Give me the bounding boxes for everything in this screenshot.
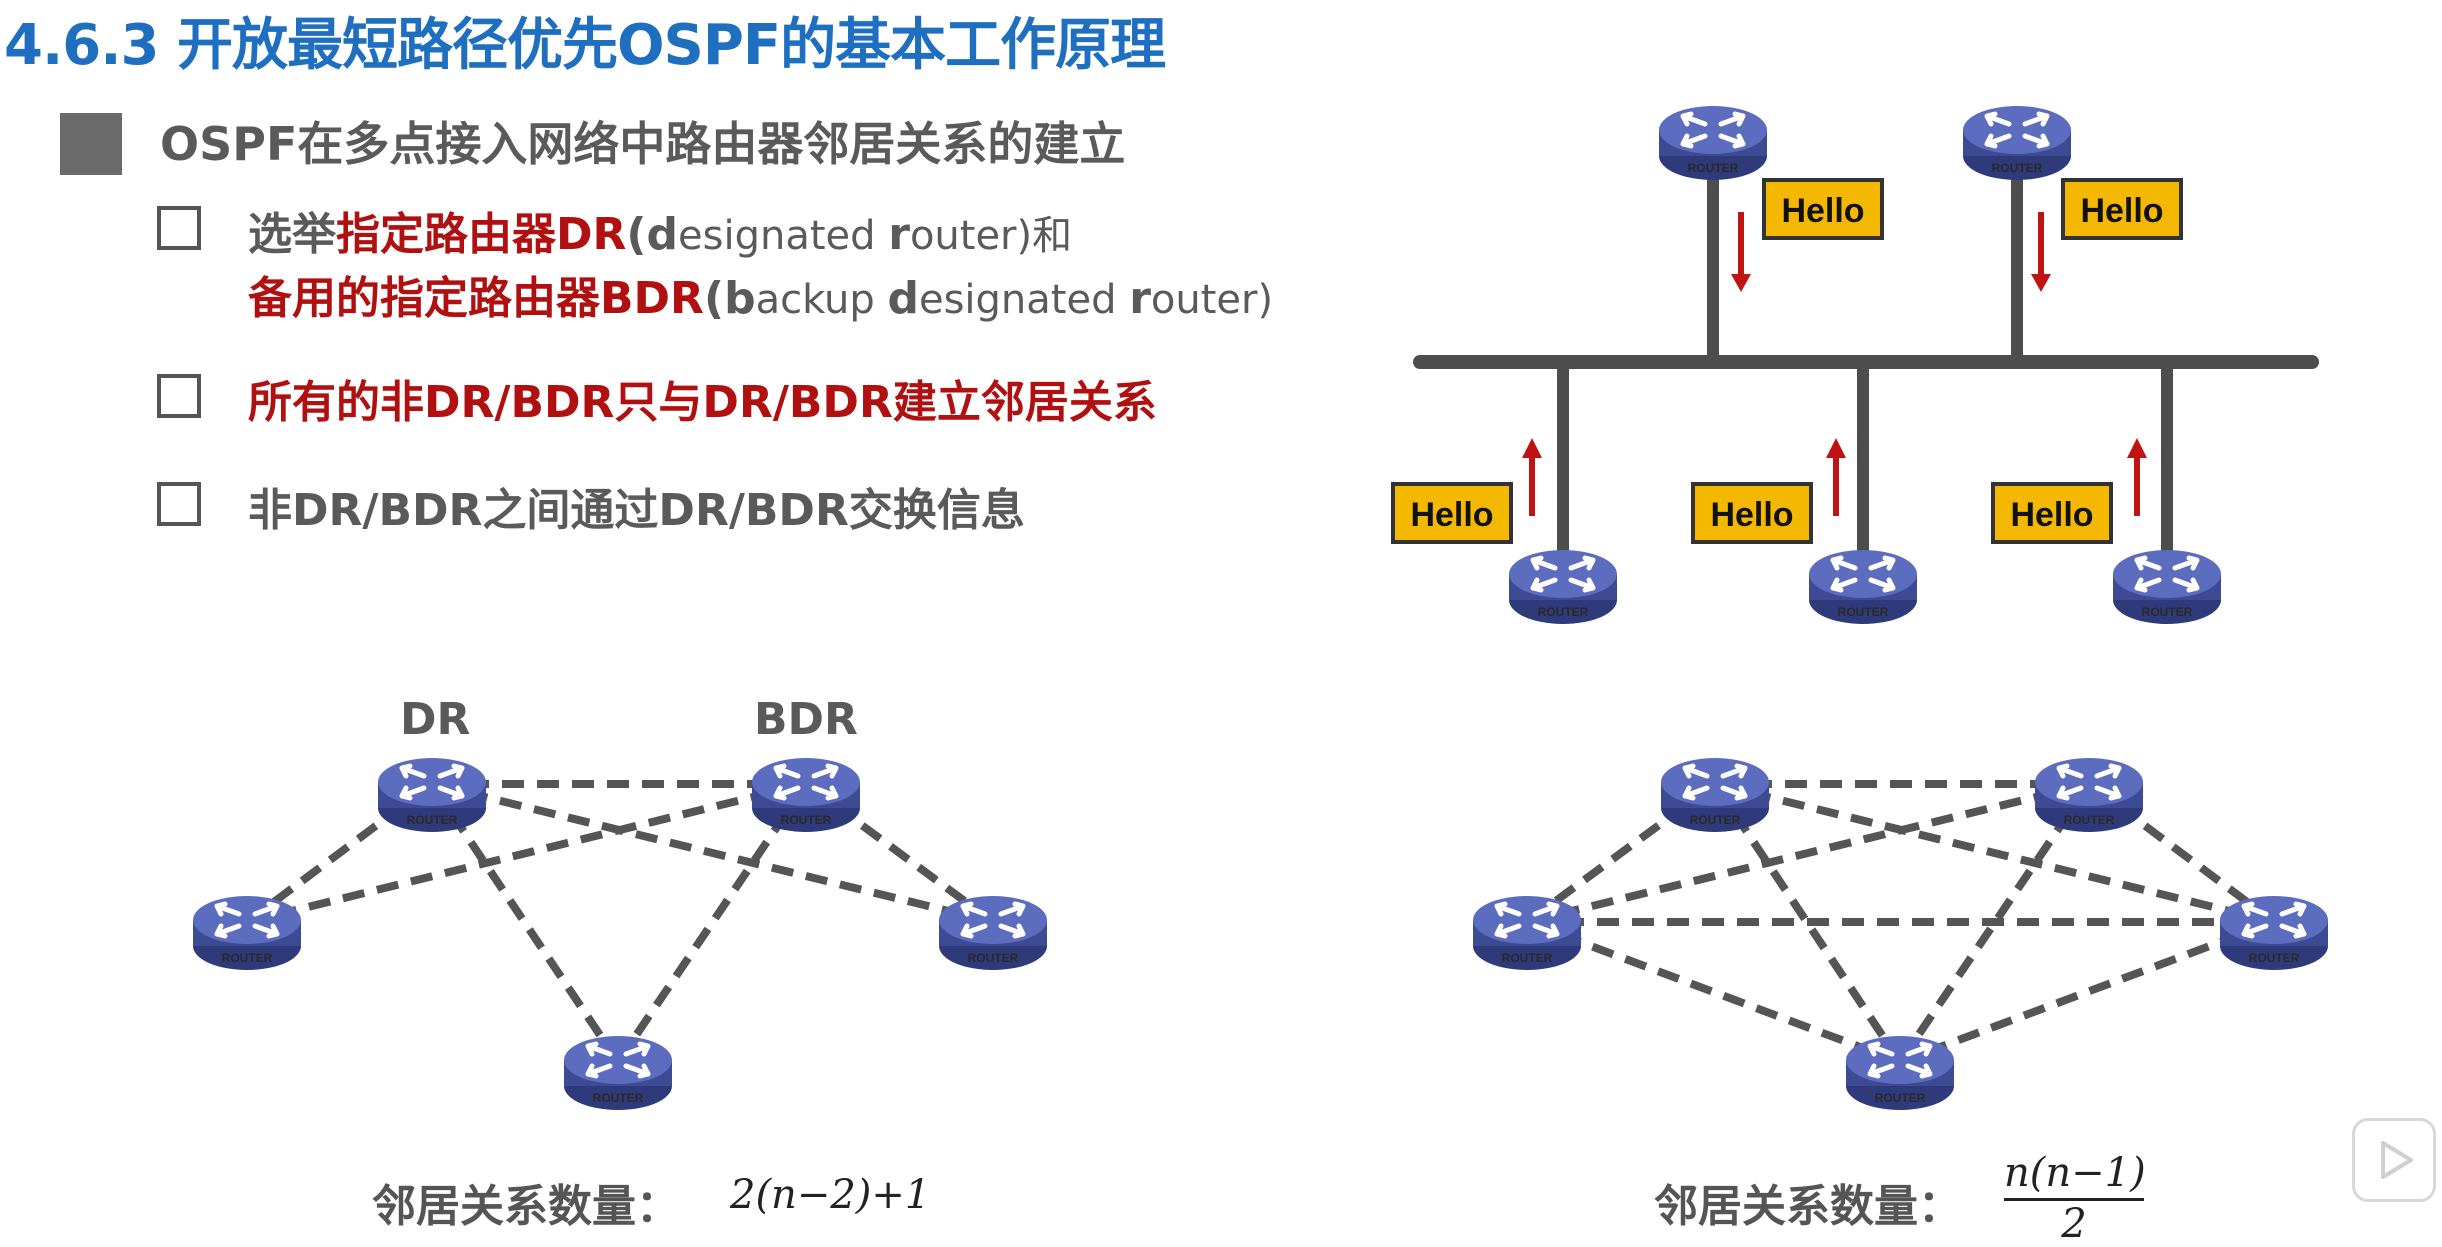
hello-box-5 bbox=[1991, 482, 2113, 544]
dr-label: DR bbox=[400, 694, 471, 745]
down-arrow-icon bbox=[1731, 212, 1751, 292]
svg-text:ROUTER: ROUTER bbox=[1690, 813, 1741, 827]
formula-right: n(n−1) 2 bbox=[2004, 1150, 2146, 1247]
svg-text:ROUTER: ROUTER bbox=[1502, 951, 1553, 965]
svg-text:ROUTER: ROUTER bbox=[1688, 161, 1739, 175]
hello-box-4 bbox=[1691, 482, 1813, 544]
formula-label-left: 邻居关系数量： bbox=[372, 1181, 680, 1232]
sub-bullet-1-line-1: 选举指定路由器DR(designated router)和 bbox=[248, 209, 1073, 260]
svg-text:ROUTER: ROUTER bbox=[1538, 605, 1589, 619]
svg-text:ROUTER: ROUTER bbox=[2249, 951, 2300, 965]
full-mesh-links bbox=[1524, 780, 2277, 1066]
dr-bdr-links bbox=[244, 780, 996, 1065]
checkbox-sub3 bbox=[157, 482, 201, 526]
up-arrow-icon bbox=[1826, 438, 1846, 516]
svg-text:ROUTER: ROUTER bbox=[1875, 1091, 1926, 1105]
router-labels: ROUTER ROUTER ROUTER ROUTER ROUTER ROUTE… bbox=[222, 161, 2300, 1105]
svg-text:ROUTER: ROUTER bbox=[222, 951, 273, 965]
hello-box-1 bbox=[1762, 178, 1884, 240]
formula-left: 2(n−2)+1 bbox=[730, 1172, 931, 1218]
hello-text-3: Hello bbox=[1410, 496, 1493, 534]
bdr-label: BDR bbox=[754, 694, 858, 745]
sub-bullet-2: 所有的非DR/BDR只与DR/BDR建立邻居关系 bbox=[248, 377, 1157, 428]
hello-text-2: Hello bbox=[2080, 192, 2163, 230]
svg-text:ROUTER: ROUTER bbox=[1992, 161, 2043, 175]
hello-text-4: Hello bbox=[1710, 496, 1793, 534]
hello-box-2 bbox=[2061, 178, 2183, 240]
hello-text-1: Hello bbox=[1781, 192, 1864, 230]
formula-right-denominator: 2 bbox=[2061, 1201, 2087, 1247]
play-icon bbox=[2381, 1141, 2413, 1179]
checkbox-sub1 bbox=[157, 206, 201, 250]
formula-label-right: 邻居关系数量： bbox=[1654, 1181, 1962, 1232]
svg-text:ROUTER: ROUTER bbox=[593, 1091, 644, 1105]
svg-text:ROUTER: ROUTER bbox=[1838, 605, 1889, 619]
hello-text-5: Hello bbox=[2010, 496, 2093, 534]
sub-bullet-3: 非DR/BDR之间通过DR/BDR交换信息 bbox=[248, 485, 1025, 536]
svg-text:ROUTER: ROUTER bbox=[407, 813, 458, 827]
checkbox-sub2 bbox=[157, 374, 201, 418]
svg-text:ROUTER: ROUTER bbox=[2064, 813, 2115, 827]
hello-box-3 bbox=[1391, 482, 1513, 544]
formula-right-numerator: n(n−1) bbox=[2004, 1150, 2146, 1201]
svg-text:ROUTER: ROUTER bbox=[781, 813, 832, 827]
sub-bullet-1-line-2: 备用的指定路由器BDR(backup designated router) bbox=[248, 273, 1274, 324]
play-button[interactable] bbox=[2352, 1118, 2436, 1202]
main-bullet-text: OSPF在多点接入网络中路由器邻居关系的建立 bbox=[160, 117, 1126, 171]
svg-text:ROUTER: ROUTER bbox=[968, 951, 1019, 965]
up-arrow-icon bbox=[1522, 438, 1542, 516]
page-title: 4.6.3 开放最短路径优先OSPF的基本工作原理 bbox=[4, 13, 1166, 78]
down-arrow-icon bbox=[2031, 212, 2051, 292]
up-arrow-icon bbox=[2127, 438, 2147, 516]
svg-text:ROUTER: ROUTER bbox=[2142, 605, 2193, 619]
main-bullet-marker bbox=[60, 113, 122, 175]
